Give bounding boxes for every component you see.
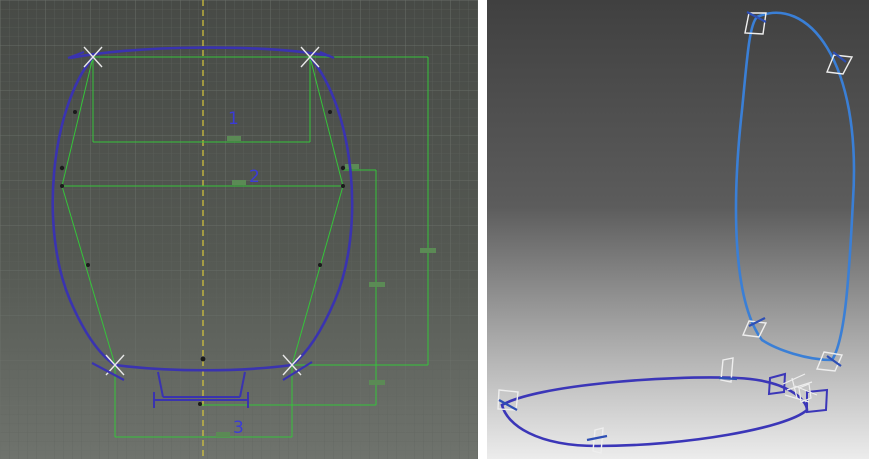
3d-viewport[interactable]	[487, 0, 869, 459]
sketch-points[interactable]	[59, 110, 346, 406]
annotation-label-3: 3	[233, 418, 244, 438]
horizontal-spline[interactable]	[500, 376, 809, 448]
plane-marker-icon	[744, 12, 767, 35]
plane-marker-icon	[592, 427, 604, 454]
sketch-viewport[interactable]: 1 2 3	[0, 0, 478, 459]
constraint-marker-icon	[83, 46, 103, 68]
spline-ticks	[498, 11, 847, 442]
annotation-label-1: 1	[228, 109, 239, 129]
plane-marker-icon	[826, 54, 854, 75]
sketch-grid-major	[0, 0, 478, 459]
sketch-canvas[interactable]: 1 2 3	[0, 0, 478, 459]
plane-marker-icon	[815, 351, 844, 372]
dimension-tags	[216, 136, 436, 437]
base-feature[interactable]	[153, 371, 249, 408]
constraint-marker-icon	[300, 46, 320, 68]
vertical-spline[interactable]	[734, 11, 856, 362]
plane-marker-icon	[741, 320, 768, 338]
3d-canvas[interactable]	[487, 0, 869, 459]
annotation-label-2: 2	[249, 167, 260, 187]
junction-cluster[interactable]	[767, 372, 829, 414]
plane-marker-icon	[720, 357, 734, 383]
corner-blue-ticks	[67, 50, 335, 381]
sketch-profile[interactable]	[51, 46, 354, 372]
